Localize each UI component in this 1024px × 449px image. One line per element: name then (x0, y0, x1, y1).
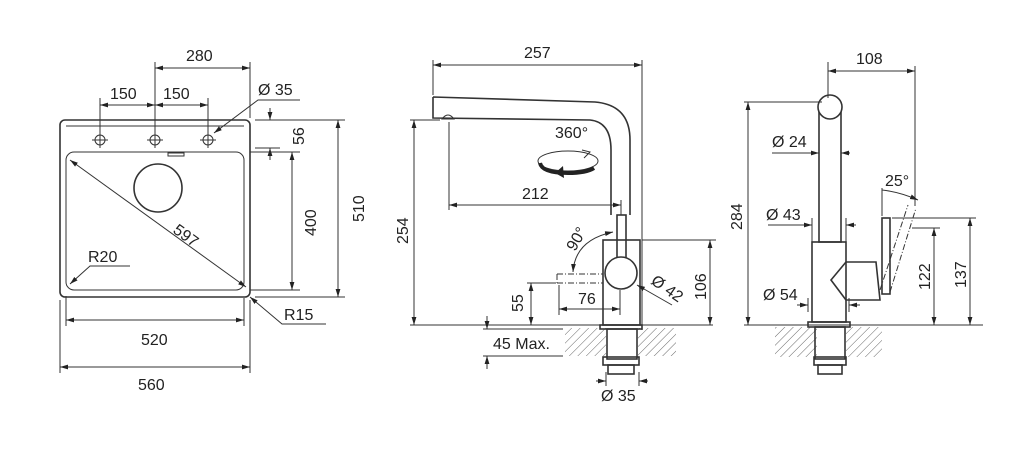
dim-106: 106 (693, 273, 710, 300)
aerator (440, 114, 456, 120)
dim-560: 560 (138, 377, 165, 394)
dim-212: 212 (522, 186, 549, 203)
countertop-right (846, 327, 882, 357)
dim-r20: R20 (88, 249, 117, 266)
dim-137: 137 (953, 261, 970, 288)
dim-284: 284 (729, 203, 746, 230)
dim-150-left: 150 (110, 86, 137, 103)
dim-150-right: 150 (163, 86, 190, 103)
dim-base-diameter: Ø 54 (763, 287, 798, 304)
dim-257: 257 (524, 45, 551, 62)
lever (616, 214, 627, 264)
body (811, 241, 847, 323)
rotate-360-icon (537, 149, 599, 178)
dim-254: 254 (395, 217, 412, 244)
countertop-right (638, 328, 676, 356)
dim-510: 510 (351, 195, 368, 222)
dim-spout-diameter: Ø 24 (772, 134, 807, 151)
dim-597: 597 (170, 221, 202, 251)
dim-55: 55 (510, 294, 527, 312)
dim-108: 108 (856, 51, 883, 68)
dim-280: 280 (186, 48, 213, 65)
handle-housing (829, 261, 881, 301)
shank (606, 328, 638, 360)
spout-head (817, 94, 843, 120)
dim-520: 520 (141, 332, 168, 349)
countertop-left (565, 328, 606, 356)
dim-76: 76 (578, 291, 596, 308)
knob (604, 256, 638, 290)
tap-holes (92, 132, 216, 148)
lever-angle-90: 90° (564, 225, 591, 254)
rotation-label: 360° (555, 125, 588, 142)
dim-hole-diameter: Ø 35 (258, 82, 293, 99)
dim-45-max: 45 Max. (493, 336, 550, 353)
faucet-front-view: 108 284 Ø 24 Ø 43 25° 122 137 Ø 54 (729, 51, 983, 375)
faucet-side-view: 360° 257 212 254 90° 106 Ø 42 55 76 45 M… (395, 45, 716, 405)
dim-56: 56 (291, 127, 308, 145)
lever (881, 217, 891, 295)
drain-icon (133, 163, 183, 213)
spout (432, 96, 631, 215)
countertop-left (775, 327, 817, 357)
dim-shank-diameter: Ø 35 (601, 388, 636, 405)
dim-400: 400 (303, 209, 320, 236)
shank (814, 326, 846, 360)
lever-angle-25: 25° (885, 173, 909, 190)
dim-tube-diameter: Ø 43 (766, 207, 801, 224)
spout-tube (818, 109, 842, 243)
dim-knob-diameter: Ø 42 (648, 272, 686, 306)
dim-122: 122 (917, 263, 934, 290)
sink-top-view: 597 280 150 150 Ø 35 56 400 510 R20 R15 … (59, 48, 368, 394)
dim-r15: R15 (284, 307, 313, 324)
